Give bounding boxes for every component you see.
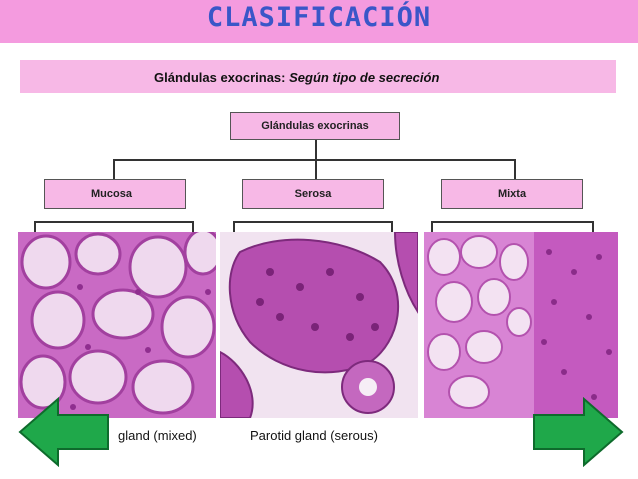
- mucosa-micrograph: [18, 232, 216, 418]
- page-title: CLASIFICACIÓN: [206, 2, 432, 33]
- subtitle-prefix: Glándulas exocrinas:: [154, 70, 286, 85]
- arrow-left-icon[interactable]: [18, 397, 110, 467]
- subtitle-emphasis: Según tipo de secreción: [289, 70, 440, 85]
- connector-root-down: [315, 140, 317, 160]
- root-node: Glándulas exocrinas: [230, 112, 400, 140]
- connector-left-down: [113, 159, 115, 179]
- caption-serous: Parotid gland (serous): [250, 428, 378, 443]
- node-mixta: Mixta: [441, 179, 583, 209]
- arrow-right-icon[interactable]: [532, 397, 624, 467]
- connector-middle-down: [315, 159, 317, 179]
- connector-horizontal-top: [113, 159, 516, 161]
- subtitle-bar: [20, 60, 616, 93]
- subtitle: Glándulas exocrinas: Según tipo de secre…: [154, 70, 439, 85]
- caption-mixed: gland (mixed): [118, 428, 197, 443]
- serosa-micrograph: [220, 232, 418, 418]
- node-serosa: Serosa: [242, 179, 384, 209]
- node-mucosa: Mucosa: [44, 179, 186, 209]
- header-bar: [0, 0, 638, 43]
- mixta-micrograph: [424, 232, 618, 418]
- connector-right-down: [514, 159, 516, 179]
